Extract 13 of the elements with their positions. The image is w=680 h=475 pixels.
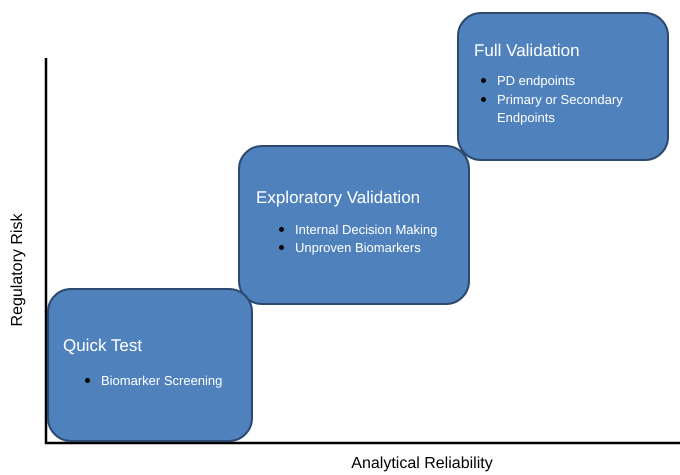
- bullet-text: Internal Decision Making: [295, 221, 438, 239]
- bullet-text: Biomarker Screening: [101, 372, 224, 390]
- stage-box: [238, 145, 470, 305]
- stage-box: [47, 288, 253, 442]
- stage-title: Quick Test: [63, 336, 142, 356]
- bullet-text: PD endpoints: [497, 72, 576, 90]
- axis-title: Regulatory Risk: [9, 214, 27, 326]
- bullet-text: Primary or Secondary Endpoints: [497, 91, 624, 127]
- stage-box: [457, 12, 669, 161]
- bullet-text: Unproven Biomarkers: [295, 239, 422, 257]
- stage-title: Full Validation: [474, 41, 580, 61]
- stage-title: Exploratory Validation: [256, 188, 420, 208]
- axis-title: Analytical Reliability: [351, 455, 493, 473]
